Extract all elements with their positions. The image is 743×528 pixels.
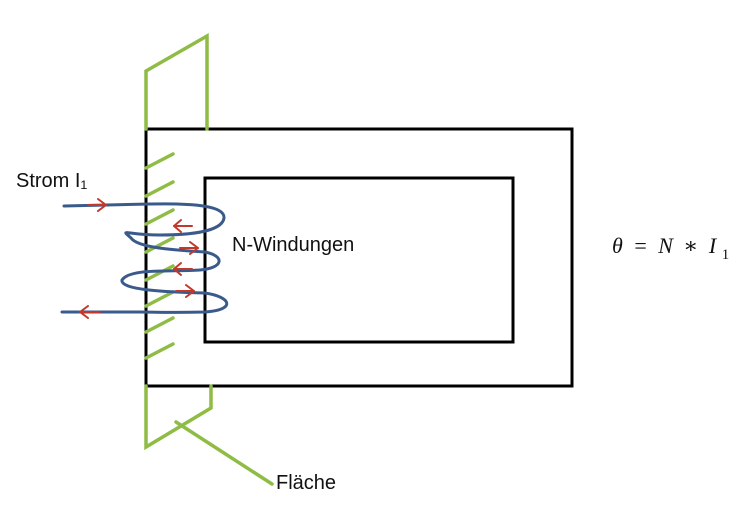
cross-section-area <box>144 32 274 486</box>
label-current: Strom I₁ <box>16 170 87 192</box>
arrow-right-2-icon <box>175 284 195 298</box>
coil-winding-2 <box>120 250 221 295</box>
coil-winding-1 <box>124 202 226 254</box>
formula-subscript: 1 <box>722 247 730 263</box>
formula-mmf: θ = N ∗ I 1 <box>612 233 729 263</box>
arrow-in-icon <box>87 198 107 212</box>
core-inner-window <box>203 176 515 344</box>
label-turns: N-Windungen <box>232 234 354 256</box>
label-area: Fläche <box>276 472 336 494</box>
current-arrows <box>79 198 199 319</box>
formula-theta: θ <box>612 233 623 258</box>
arrow-left-2-icon <box>173 262 193 276</box>
core-outer-boundary <box>144 127 574 388</box>
iron-core <box>144 127 574 388</box>
coil <box>60 202 229 314</box>
formula-n: N <box>657 233 674 258</box>
arrow-out-icon <box>79 305 101 319</box>
area-hatching <box>144 152 175 360</box>
arrow-left-1-icon <box>173 219 193 233</box>
formula-i: I <box>708 233 718 258</box>
coil-winding-3 <box>138 291 229 314</box>
area-bottom-outline <box>144 384 213 451</box>
area-pointer-line <box>174 420 274 486</box>
formula-times: ∗ <box>683 233 698 258</box>
area-top-outline <box>144 32 209 131</box>
arrow-right-1-icon <box>179 241 199 255</box>
formula-equals: = <box>634 233 646 258</box>
